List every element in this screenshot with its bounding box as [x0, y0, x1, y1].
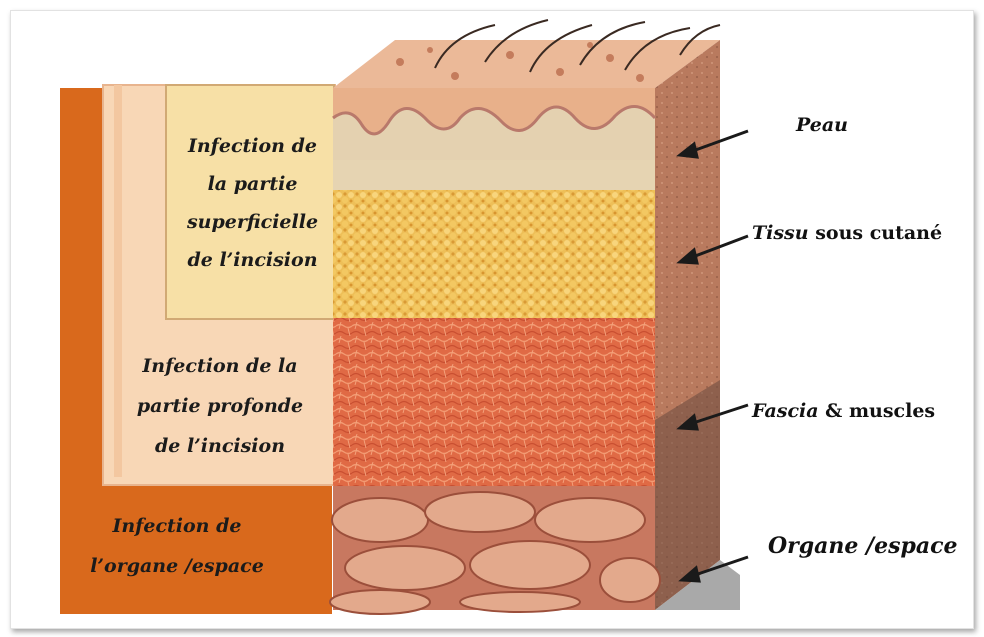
- layer-label-fascia: Fascia & muscles: [752, 400, 935, 422]
- deep-line-2: partie profonde: [130, 386, 310, 426]
- fascia-italic: Fascia: [752, 400, 819, 422]
- deep-line-3: de l’incision: [130, 426, 310, 466]
- superficial-line-1: Infection de: [170, 127, 335, 165]
- label-deep-incision: Infection de la partie profonde de l’inc…: [130, 346, 310, 466]
- layer-label-tissu: Tissu sous cutané: [752, 222, 942, 244]
- tissu-rest: sous cutané: [809, 222, 942, 244]
- label-superficial-incision: Infection de la partie superficielle de …: [170, 127, 335, 279]
- fat-layer: [333, 190, 655, 318]
- organ-line-1: Infection de: [67, 506, 287, 546]
- label-organ-space: Infection de l’organe /espace: [67, 506, 287, 586]
- tissu-italic: Tissu: [752, 222, 809, 244]
- superficial-line-3: superficielle: [170, 203, 335, 241]
- muscle-layer: [333, 318, 655, 486]
- deep-line-1: Infection de la: [130, 346, 310, 386]
- zone-deep-inner-stripe: [114, 85, 122, 477]
- skin-top-surface: [333, 40, 720, 88]
- organ-line-2: l’organe /espace: [67, 546, 287, 586]
- layer-label-organe: Organe /espace: [768, 533, 958, 559]
- superficial-line-4: de l’incision: [170, 241, 335, 279]
- fascia-rest: & muscles: [819, 400, 936, 422]
- superficial-line-2: la partie: [170, 165, 335, 203]
- layer-label-peau: Peau: [796, 114, 848, 136]
